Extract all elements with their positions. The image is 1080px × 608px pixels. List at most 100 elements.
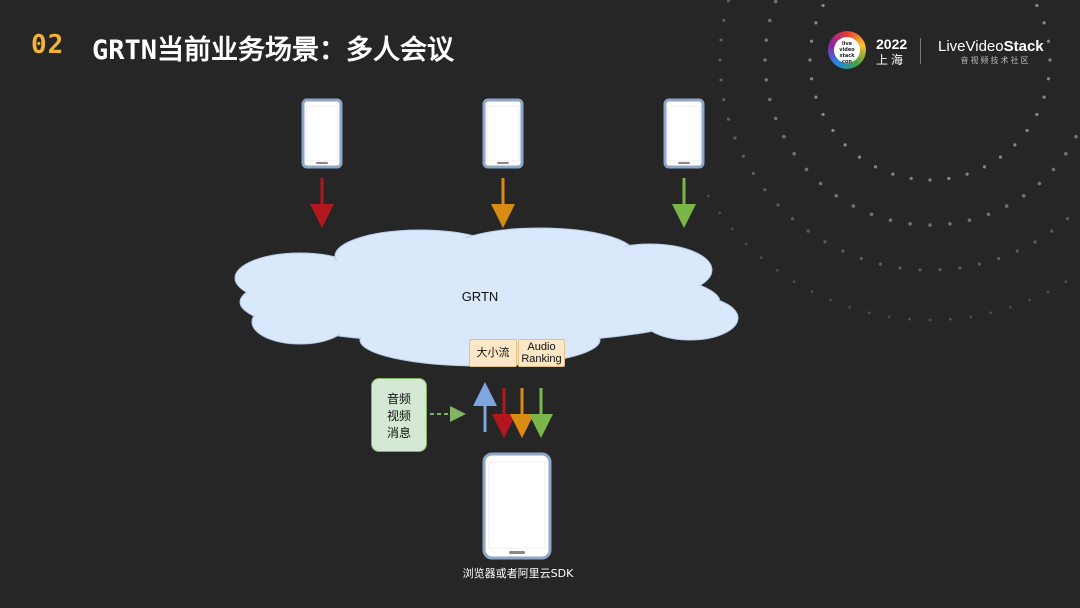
background-dot (814, 95, 818, 99)
background-dot (726, 0, 731, 3)
slide-title: GRTN当前业务场景：多人会议 (92, 35, 455, 66)
conference-logo-icon: live video stack con (828, 31, 866, 69)
phone-icon (301, 98, 343, 169)
background-dot (1042, 21, 1046, 25)
logo-year: 2022 (876, 36, 908, 52)
background-dot (998, 155, 1003, 159)
background-dot (809, 77, 814, 81)
background-dot (1035, 3, 1039, 8)
background-dot (967, 218, 972, 222)
background-dot (730, 227, 734, 231)
background-dot (878, 262, 883, 266)
background-dot (969, 315, 973, 319)
background-dot (829, 298, 832, 302)
background-dot (776, 203, 780, 207)
background-dot (958, 266, 962, 270)
background-dot (821, 3, 825, 8)
background-dot (977, 262, 982, 266)
background-dot (768, 97, 772, 102)
background-dot (764, 78, 768, 82)
background-dot (1037, 181, 1042, 186)
background-dot (908, 222, 912, 226)
background-dot (782, 134, 786, 139)
background-dot (1046, 77, 1051, 81)
background-dot (1035, 112, 1039, 117)
background-dot (1013, 143, 1017, 147)
background-dot (1021, 194, 1026, 198)
background-dot (1008, 305, 1012, 309)
stream-tag: 大小流 (469, 339, 517, 367)
background-dot (718, 58, 722, 62)
background-dot (744, 242, 748, 246)
background-dot (718, 211, 722, 215)
background-dot (841, 249, 845, 253)
background-dot (873, 165, 878, 169)
background-dot (726, 117, 731, 121)
background-dot (1033, 240, 1037, 244)
background-dot (947, 176, 951, 181)
background-dot (1064, 151, 1068, 156)
background-dot (790, 217, 795, 221)
background-dot (792, 280, 796, 284)
background-dot (810, 290, 814, 294)
background-dot (1004, 204, 1009, 208)
phone-icon (482, 98, 524, 169)
background-dot (965, 172, 969, 176)
background-dot (938, 268, 942, 272)
phone-icon (663, 98, 705, 169)
background-dot (888, 218, 893, 222)
background-dot (768, 18, 772, 23)
background-dot (918, 268, 922, 272)
background-dot (834, 194, 839, 198)
background-dot (733, 136, 737, 140)
audio-ranking-tag: Audio Ranking (518, 339, 565, 367)
receiver-phone-icon (482, 452, 552, 560)
message-line-video: 视频 (386, 409, 411, 423)
background-dot (843, 143, 847, 147)
background-dot (821, 112, 825, 117)
background-dot (982, 165, 987, 169)
background-dot (823, 240, 827, 244)
background-dot (989, 311, 993, 315)
background-dot (719, 78, 723, 82)
background-dot (1046, 39, 1051, 43)
brand-subtitle: 音视频技术社区 (960, 56, 1031, 65)
background-dot (908, 317, 911, 321)
background-dot (859, 256, 863, 261)
background-dot (851, 204, 856, 208)
background-dot (818, 181, 823, 186)
background-dot (773, 0, 778, 4)
background-dot (1025, 128, 1029, 133)
background-dot (997, 256, 1001, 261)
audio-ranking-line-2: Ranking (521, 353, 562, 365)
background-dot (759, 256, 763, 260)
background-dot (898, 266, 902, 270)
background-dot (986, 212, 991, 217)
message-box: 音频 视频 消息 (371, 378, 427, 452)
background-dot (891, 172, 895, 176)
background-dot (741, 154, 745, 158)
background-dot (775, 268, 779, 272)
message-line-audio: 音频 (386, 392, 411, 406)
background-dot (949, 317, 952, 321)
background-dot (1065, 217, 1070, 221)
background-dot (1050, 229, 1054, 233)
background-dot (928, 318, 932, 322)
background-dot (1048, 58, 1052, 62)
brand-name: LiveVideoStack (938, 38, 1044, 55)
background-dot (814, 21, 818, 25)
background-dot (722, 18, 726, 22)
background-dot (1028, 298, 1031, 302)
background-dot (909, 176, 913, 181)
logo-divider (920, 38, 921, 64)
background-dot (1051, 167, 1056, 172)
background-dot (848, 305, 852, 309)
background-dot (763, 188, 767, 192)
background-dot (773, 116, 778, 121)
background-dot (857, 155, 862, 159)
background-dot (1015, 249, 1019, 253)
background-dot (706, 194, 710, 198)
brand-suffix: Stack (1003, 38, 1044, 55)
